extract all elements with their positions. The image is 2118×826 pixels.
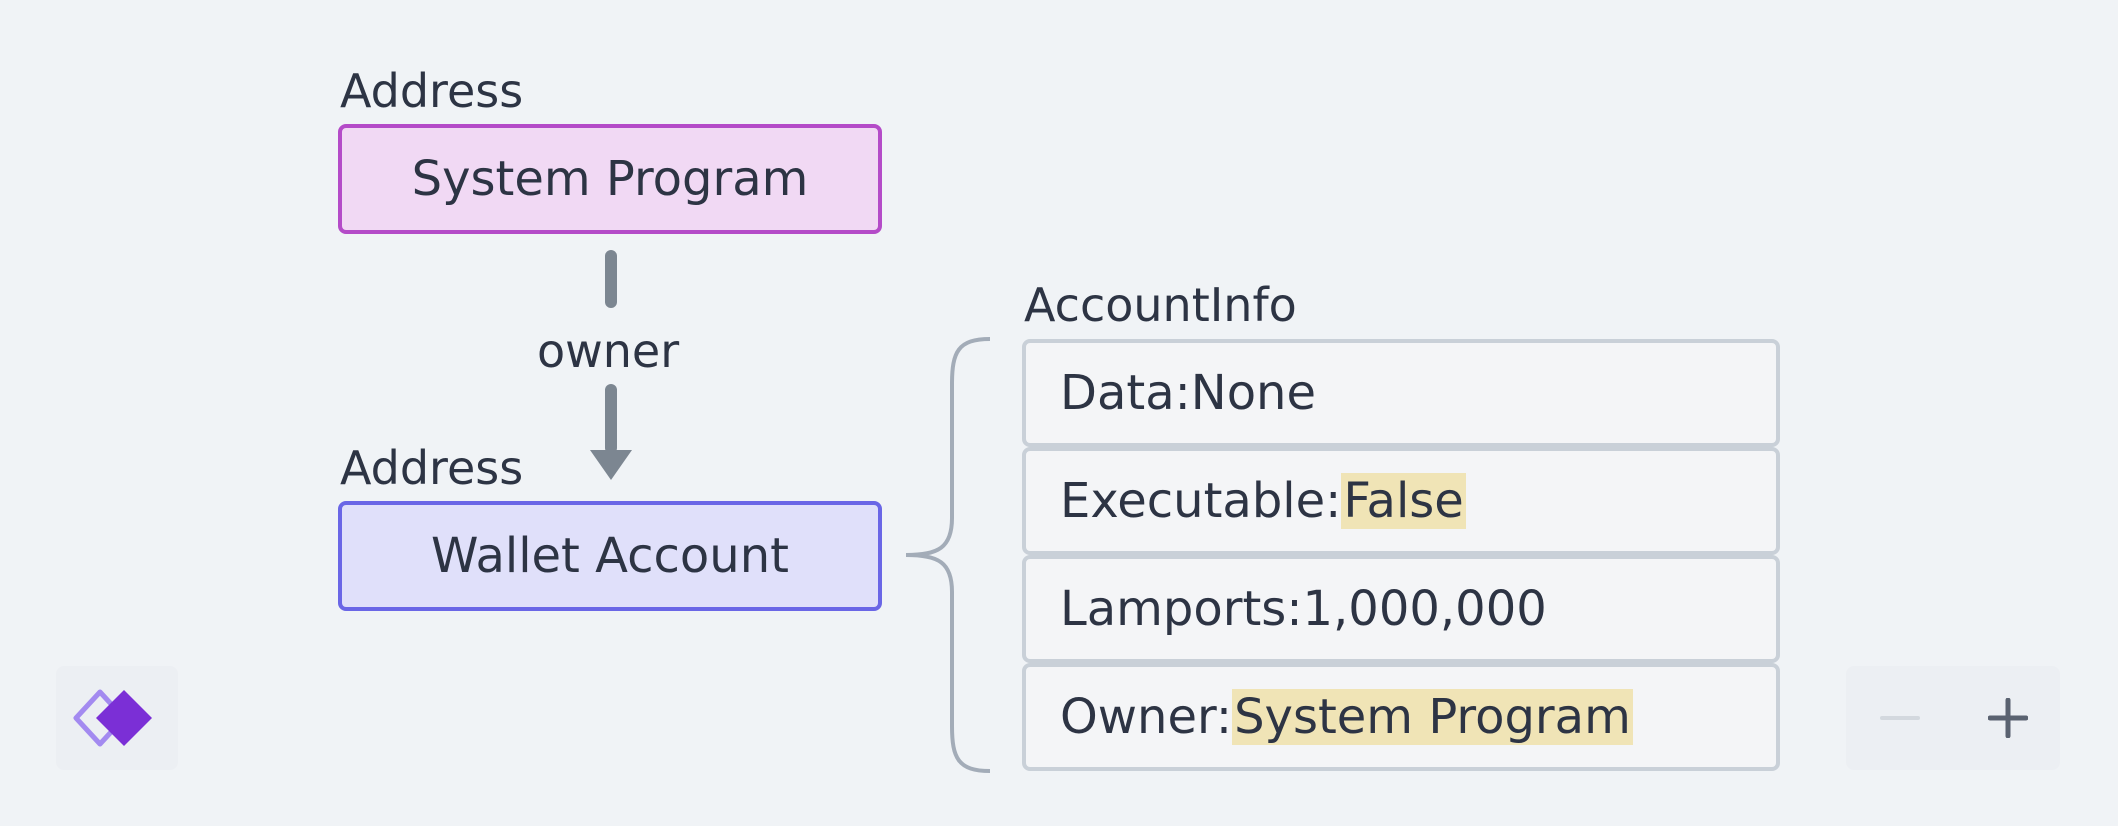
row-value: None bbox=[1190, 365, 1317, 421]
account-info-row-owner: Owner: System Program bbox=[1022, 663, 1780, 771]
account-info-row-lamports: Lamports: 1,000,000 bbox=[1022, 555, 1780, 663]
zoom-in-button[interactable] bbox=[1960, 666, 2056, 770]
edge-label-owner: owner bbox=[537, 324, 680, 378]
zoom-controls bbox=[1846, 666, 2060, 770]
account-info-title: AccountInfo bbox=[1024, 278, 1297, 332]
diamond-logo-icon bbox=[73, 689, 152, 747]
row-key: Owner: bbox=[1060, 689, 1233, 745]
wallet-account-node[interactable]: Wallet Account bbox=[338, 501, 882, 611]
plus-icon bbox=[1988, 698, 2028, 738]
system-program-node[interactable]: System Program bbox=[338, 124, 882, 234]
account-info-row-executable: Executable: False bbox=[1022, 447, 1780, 555]
zoom-out-button[interactable] bbox=[1852, 666, 1948, 770]
top-node-caption: Address bbox=[340, 64, 524, 118]
account-info-row-data: Data: None bbox=[1022, 339, 1780, 447]
row-value-highlighted: False bbox=[1341, 473, 1466, 529]
minus-icon bbox=[1880, 716, 1920, 720]
arrowhead-icon bbox=[590, 450, 632, 480]
bottom-node-caption: Address bbox=[340, 441, 524, 495]
row-value-highlighted: System Program bbox=[1232, 689, 1633, 745]
row-key: Lamports: bbox=[1060, 581, 1303, 637]
logo-button[interactable] bbox=[56, 666, 178, 770]
row-key: Executable: bbox=[1060, 473, 1342, 529]
row-key: Data: bbox=[1060, 365, 1191, 421]
wallet-account-label: Wallet Account bbox=[431, 528, 789, 584]
brace-icon bbox=[905, 337, 991, 773]
system-program-label: System Program bbox=[411, 151, 809, 207]
row-value: 1,000,000 bbox=[1302, 581, 1547, 637]
